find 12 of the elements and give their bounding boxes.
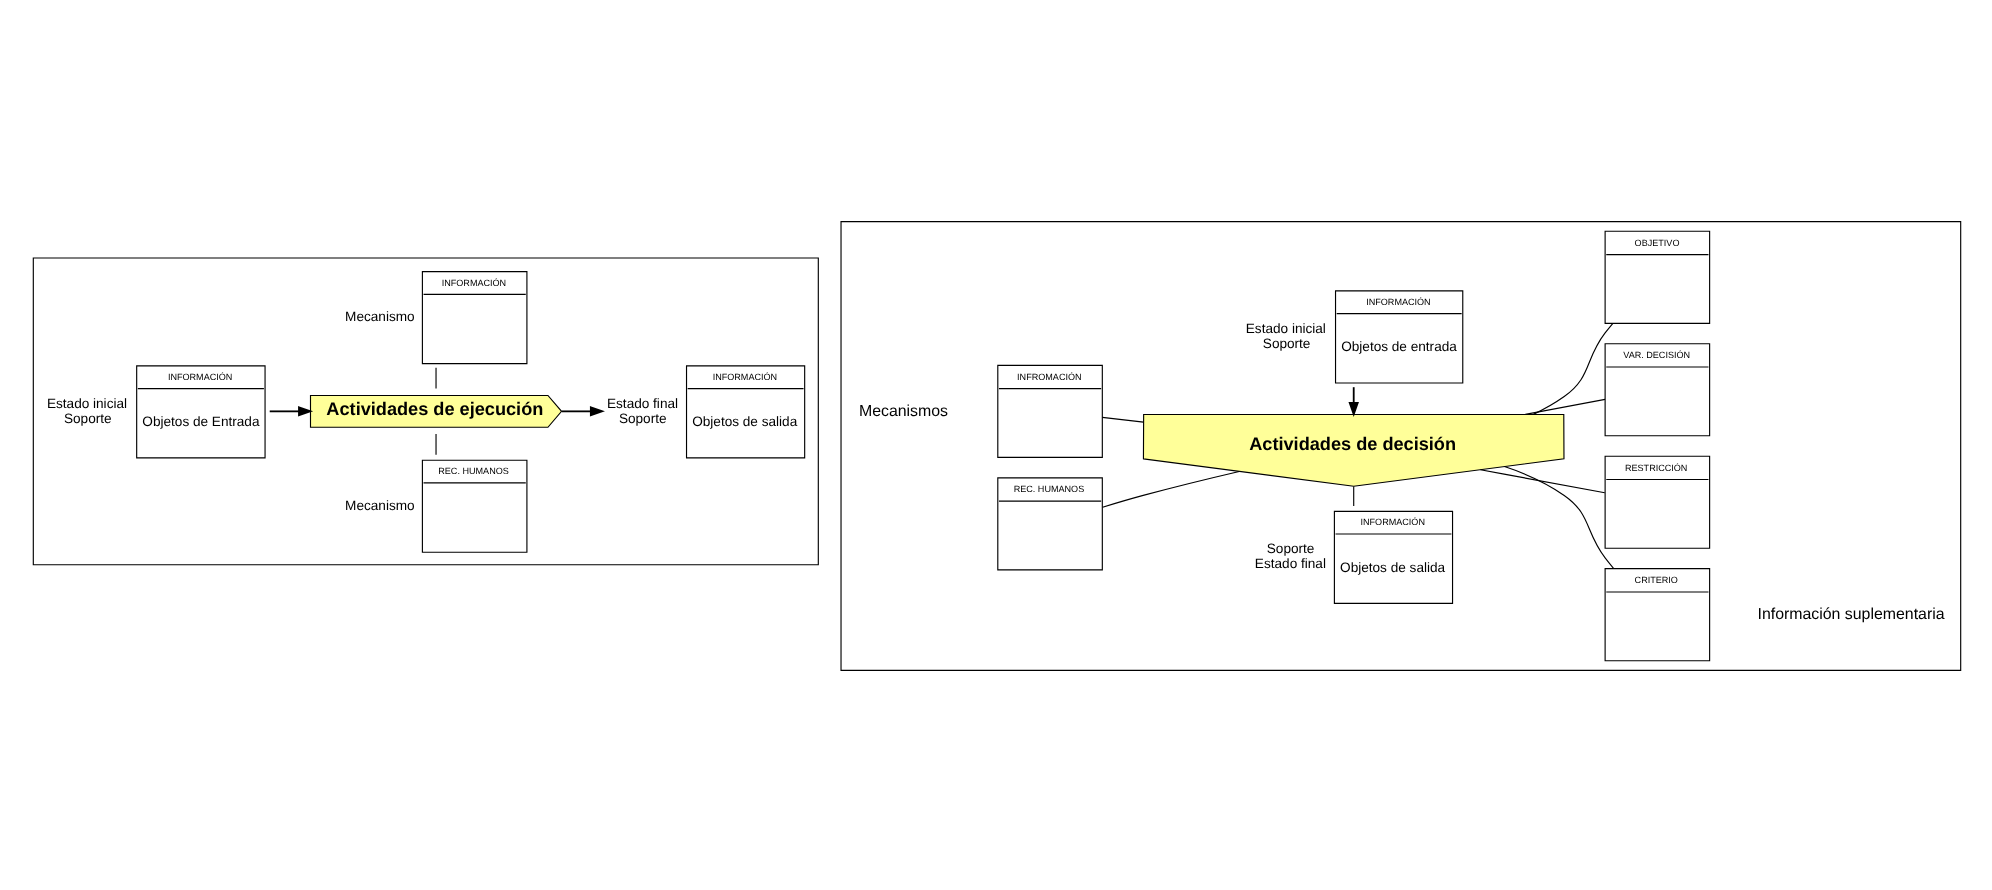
arrow bbox=[1347, 385, 1358, 417]
arrow bbox=[267, 405, 313, 416]
cluster bbox=[839, 220, 1961, 670]
connector bbox=[1100, 415, 1144, 422]
connector bbox=[1531, 322, 1613, 414]
connector bbox=[1523, 397, 1605, 414]
cluster bbox=[31, 256, 818, 565]
connector bbox=[1352, 484, 1354, 506]
arrow bbox=[560, 405, 604, 416]
connector bbox=[1101, 469, 1239, 507]
connector bbox=[1478, 468, 1605, 493]
connector bbox=[1502, 465, 1614, 568]
